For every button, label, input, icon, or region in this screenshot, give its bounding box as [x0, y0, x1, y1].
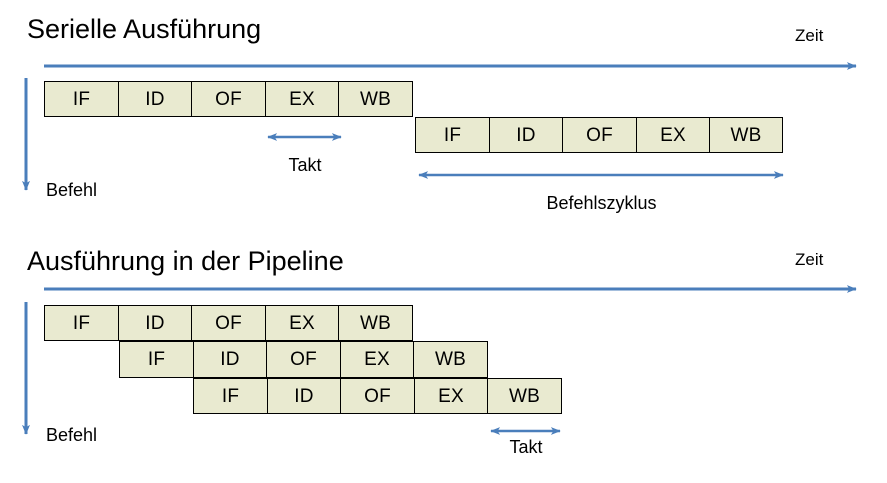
section-title-pipeline: Ausführung in der Pipeline — [27, 246, 344, 276]
stage-cell: EX — [635, 117, 711, 153]
stage-cell: ID — [192, 341, 268, 378]
stage-cell: WB — [338, 305, 413, 341]
stage-cell: WB — [413, 341, 488, 378]
stage-cell: ID — [266, 378, 342, 414]
section-title-serial: Serielle Ausführung — [27, 14, 262, 44]
stage-cell: ID — [117, 81, 193, 117]
stage-cell: EX — [264, 305, 340, 341]
stage-cell: OF — [340, 378, 415, 414]
stage-cell: EX — [339, 341, 415, 378]
time-axis-label-pipeline: Zeit — [795, 250, 824, 269]
stage-cell: ID — [488, 117, 564, 153]
stage-cell: WB — [338, 81, 413, 117]
measure-label-befehlszyklus: Befehlszyklus — [546, 193, 657, 213]
stage-cell: ID — [117, 305, 193, 341]
stage-cell: WB — [709, 117, 783, 153]
instruction-axis-label-serial: Befehl — [46, 180, 98, 200]
stage-cell: OF — [191, 305, 266, 341]
stage-cell: IF — [193, 378, 268, 414]
stage-cell: WB — [487, 378, 562, 414]
instruction-axis-label-pipeline: Befehl — [46, 425, 98, 445]
stage-cell: EX — [413, 378, 489, 414]
table-row: IF ID OF EX WB — [415, 117, 783, 153]
stage-cell: IF — [415, 117, 490, 153]
table-row: IF ID OF EX WB — [119, 341, 488, 378]
stage-cell: OF — [562, 117, 637, 153]
measure-label-takt-serial: Takt — [288, 155, 322, 175]
stage-cell: IF — [44, 81, 119, 117]
table-row: IF ID OF EX WB — [44, 81, 413, 117]
stage-cell: OF — [191, 81, 266, 117]
stage-cell: IF — [119, 341, 194, 378]
table-row: IF ID OF EX WB — [44, 305, 413, 341]
time-axis-label-serial: Zeit — [795, 26, 824, 45]
measure-label-takt-pipeline: Takt — [509, 437, 543, 457]
stage-cell: EX — [264, 81, 340, 117]
table-row: IF ID OF EX WB — [193, 378, 562, 414]
stage-cell: OF — [266, 341, 341, 378]
stage-cell: IF — [44, 305, 119, 341]
